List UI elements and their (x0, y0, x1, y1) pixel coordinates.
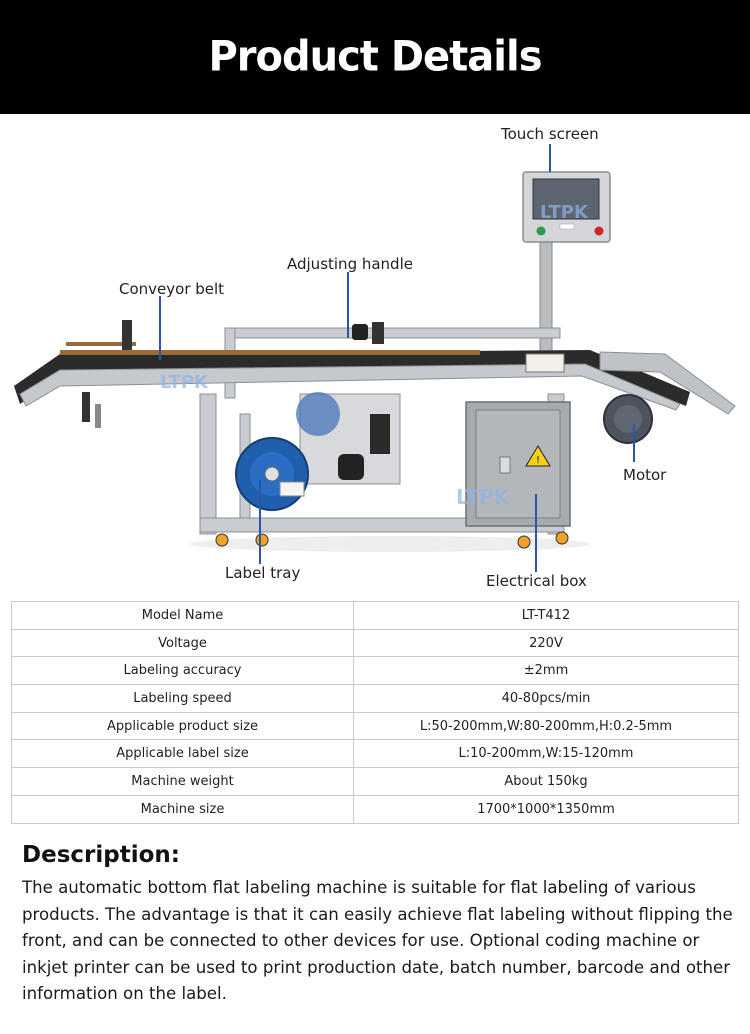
spec-row: Applicable product size L:50-200mm,W:80-… (11, 711, 739, 741)
callout-label-tray: Label tray (225, 564, 301, 582)
description-title: Description: (22, 842, 180, 868)
header-banner: Product Details (0, 0, 750, 114)
spec-row: Machine weight About 150kg (11, 767, 739, 796)
spec-table: Model Name LT-T412 Voltage 220V Labeling… (11, 601, 739, 824)
machine-illustration: ! LTPK (14, 144, 736, 572)
spec-value: LT-T412 (353, 601, 739, 630)
machine-figure: ! LTPK (0, 114, 750, 594)
spec-row: Labeling speed 40-80pcs/min (11, 684, 739, 713)
watermark-top: LTPK (540, 202, 589, 223)
spec-name: Voltage (11, 628, 354, 658)
spec-value: L:10-200mm,W:15-120mm (353, 739, 739, 769)
spec-name: Labeling speed (11, 684, 354, 713)
watermark-mid: LTPK (160, 372, 209, 393)
spec-name: Labeling accuracy (11, 656, 354, 686)
spec-name: Machine size (11, 794, 354, 824)
spec-name: Applicable label size (11, 739, 354, 769)
spec-row: Model Name LT-T412 (11, 601, 739, 630)
spec-row: Voltage 220V (11, 628, 739, 658)
callout-conveyor-belt: Conveyor belt (119, 280, 225, 298)
spec-row: Labeling accuracy ±2mm (11, 656, 739, 686)
spec-value: 220V (353, 628, 739, 658)
callout-electrical-box: Electrical box (486, 572, 587, 590)
watermark-bottom: LTPK (456, 485, 511, 509)
spec-value: L:50-200mm,W:80-200mm,H:0.2-5mm (353, 711, 739, 741)
spec-value: 40-80pcs/min (353, 684, 739, 713)
spec-name: Model Name (11, 601, 354, 630)
spec-name: Machine weight (11, 767, 354, 796)
spec-row: Machine size 1700*1000*1350mm (11, 794, 739, 824)
spec-value: About 150kg (353, 767, 739, 796)
spec-value: ±2mm (353, 656, 739, 686)
svg-text:!: ! (536, 455, 540, 466)
spec-name: Applicable product size (11, 711, 354, 741)
callout-motor: Motor (623, 466, 667, 484)
description-text: The automatic bottom flat labeling machi… (22, 878, 733, 1004)
callout-adjusting-handle: Adjusting handle (287, 255, 413, 273)
spec-value: 1700*1000*1350mm (353, 794, 739, 824)
spec-row: Applicable label size L:10-200mm,W:15-12… (11, 739, 739, 769)
page-title: Product Details (208, 32, 542, 82)
callout-touch-screen: Touch screen (501, 125, 599, 143)
spec-table-body: Model Name LT-T412 Voltage 220V Labeling… (11, 601, 739, 824)
